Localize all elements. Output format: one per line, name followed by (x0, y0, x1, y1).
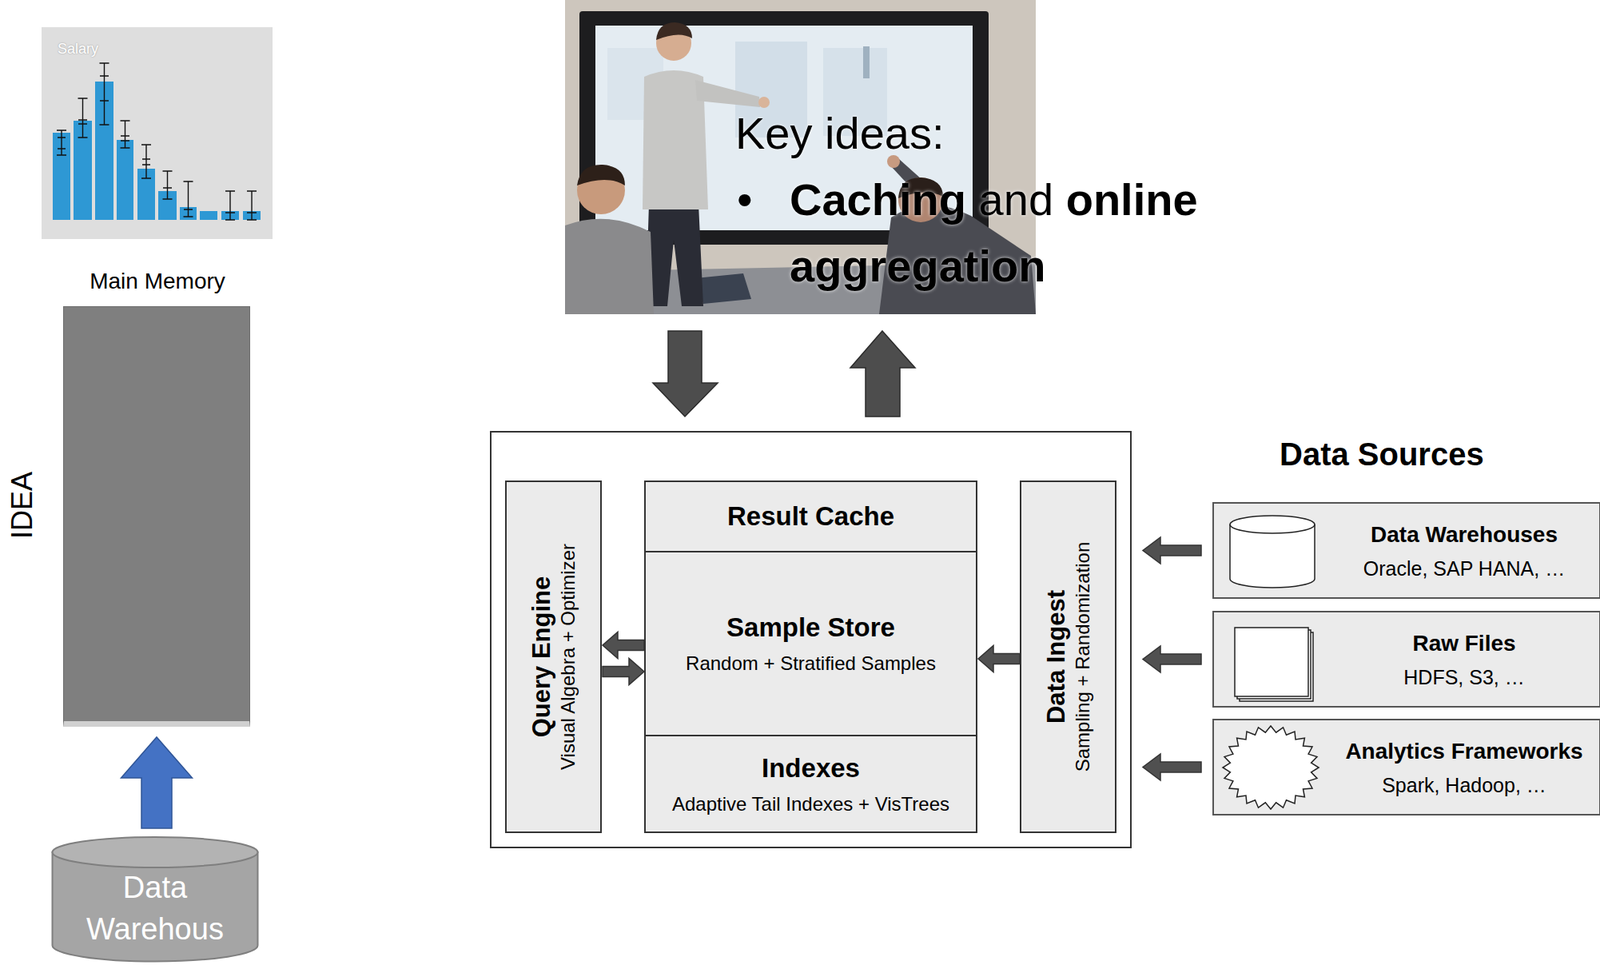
screen-bar (863, 46, 870, 79)
bullet-mark: • (736, 166, 753, 233)
error-bar (120, 120, 131, 148)
ingest-arrow (1142, 645, 1202, 673)
error-bar (56, 130, 67, 156)
bar (52, 132, 71, 220)
cylinder-body (52, 851, 259, 962)
source-box: Data WarehousesOracle, SAP HANA, … (1212, 501, 1600, 599)
database-icon (1229, 515, 1315, 588)
ingest-box: Data IngestSampling + Randomization (1019, 480, 1117, 833)
box-heading: Query Engine (527, 576, 557, 738)
source-heading: Analytics Frameworks (1345, 737, 1583, 765)
bar (179, 206, 197, 220)
error-bar (246, 191, 257, 220)
page (1234, 627, 1309, 697)
chart-panel: Salary (41, 27, 273, 239)
box-subtext: Sampling + Randomization (1070, 541, 1095, 773)
flow-arrow (978, 645, 1020, 673)
person-body (565, 218, 654, 315)
screen-frame (579, 11, 989, 245)
chart-title: Salary (41, 27, 273, 60)
plain-word: and (979, 174, 1054, 225)
memory-block: Main Memory (63, 306, 251, 727)
box-subtext: Adaptive Tail Indexes + VisTrees (672, 792, 950, 816)
box-subtext: Visual Algebra + Optimizer (556, 543, 581, 770)
cylinder-label-area: Data Warehous (51, 835, 259, 950)
source-subtext: HDFS, S3, … (1403, 664, 1525, 689)
person-hand (758, 96, 770, 108)
box-heading: Sample Store (726, 611, 896, 644)
cylinder-body (1229, 524, 1315, 588)
system-frame (490, 431, 1131, 848)
ingest-arrow (1142, 753, 1202, 781)
salary-bars (52, 81, 261, 220)
down-block-arrow (652, 330, 718, 417)
cylinder-label: Data Warehous (67, 866, 243, 950)
group-heading: Data Sources (1279, 434, 1485, 474)
bar (95, 81, 114, 220)
person-arm (695, 79, 761, 108)
bar (137, 168, 156, 220)
cylinder-top (1229, 515, 1315, 534)
bold-phrase: Caching (789, 174, 967, 225)
error-bar (225, 191, 235, 220)
source-subtext: Spark, Hadoop, … (1381, 772, 1547, 797)
framework-burst-icon (1222, 725, 1319, 809)
memory-heading: Main Memory (39, 266, 275, 296)
error-bar (183, 181, 194, 217)
bar (73, 120, 92, 220)
person-hair (656, 22, 693, 40)
warehouse-cylinder: Data Warehous (51, 835, 259, 963)
screen (595, 25, 973, 231)
person-legs (645, 203, 704, 307)
source-heading: Data Warehouses (1370, 521, 1558, 549)
side-label: IDEA (5, 471, 40, 539)
load-arrow (121, 736, 193, 828)
source-subtext: Oracle, SAP HANA, … (1363, 556, 1565, 581)
flow-arrow (602, 658, 645, 685)
cache-box: Result Cache (644, 480, 978, 553)
bar (199, 210, 218, 220)
box-heading: Indexes (761, 752, 860, 785)
sample-store-box: Sample StoreRandom + Stratified Samples (644, 550, 978, 737)
engine-box: Query EngineVisual Algebra + Optimizer (505, 480, 602, 833)
error-bar (141, 144, 152, 179)
source-box: Analytics FrameworksSpark, Hadoop, … (1212, 718, 1600, 816)
error-bar (163, 171, 173, 200)
index-box: IndexesAdaptive Tail Indexes + VisTrees (644, 734, 978, 833)
person-hair (577, 164, 625, 186)
error-bars (56, 63, 257, 220)
page (1237, 629, 1311, 699)
key-ideas-heading: Key ideas: (735, 99, 945, 167)
error-bar (78, 98, 88, 138)
source-heading: Raw Files (1412, 629, 1516, 657)
box-heading: Result Cache (727, 500, 895, 533)
ingest-arrow (1142, 537, 1202, 564)
bullet-text: Cachingandonline aggregation (789, 166, 1238, 299)
files-icon (1234, 627, 1314, 701)
rotated-label-area: Data IngestSampling + Randomization (1021, 481, 1115, 832)
source-box: Raw FilesHDFS, S3, … (1212, 610, 1600, 708)
photo-tablet (695, 273, 752, 304)
page (1239, 632, 1314, 701)
box-subtext: Random + Stratified Samples (685, 651, 936, 676)
rotated-label-area: Query EngineVisual Algebra + Optimizer (506, 481, 601, 832)
cylinder-top (52, 836, 259, 868)
up-block-arrow (850, 330, 916, 417)
bar (242, 210, 261, 220)
bar (116, 139, 134, 220)
bar (221, 210, 239, 220)
bar (158, 191, 177, 220)
flow-arrow (602, 632, 645, 659)
error-bar (99, 63, 110, 125)
box-heading: Data Ingest (1042, 589, 1071, 724)
